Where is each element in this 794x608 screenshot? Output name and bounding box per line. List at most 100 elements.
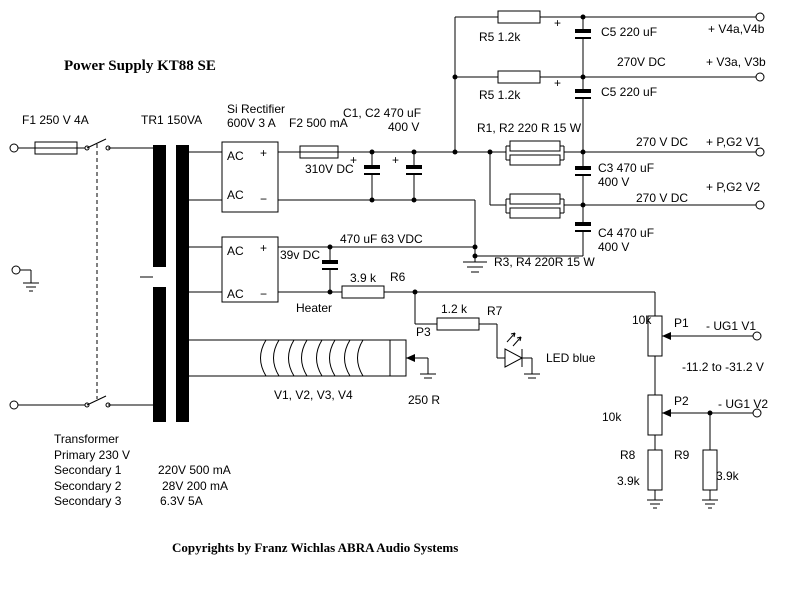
- secondary-winding-bar: [176, 145, 189, 422]
- input-terminal-neutral: [9, 400, 19, 410]
- output-terminal-pg2v2: [755, 200, 765, 210]
- label-r8-value: 3.9k: [617, 474, 641, 488]
- cap-c4: [575, 205, 591, 256]
- led-symbol: [504, 348, 524, 368]
- bridge-rectifier-1: [221, 141, 279, 213]
- label-c3: C3 470 uF: [598, 161, 654, 175]
- label-r5b: R5 1.2k: [479, 88, 521, 102]
- page-title: Power Supply KT88 SE: [64, 58, 216, 74]
- cap-bias: [322, 260, 338, 264]
- rectifier1-minus: −: [260, 192, 267, 206]
- legend-secondary3-value: 6.3V 5A: [160, 494, 203, 508]
- label-r3r4: R3, R4 220R 15 W: [494, 255, 595, 269]
- label-bias-range: -11.2 to -31.2 V: [682, 360, 764, 374]
- switch-blade-top: [86, 138, 107, 149]
- legend-secondary1-value: 220V 500 mA: [158, 463, 231, 477]
- output-terminal-v4: [755, 12, 765, 22]
- output-terminal-ug1v2: [752, 408, 762, 418]
- resistor-r1r2: [505, 140, 565, 166]
- primary-winding-bar: [153, 287, 166, 422]
- label-c5b: C5 220 uF: [601, 85, 657, 99]
- rectifier1-ac-bottom: AC: [227, 188, 244, 202]
- label-c4: C4 470 uF: [598, 226, 654, 240]
- label-si-rectifier: Si Rectifier: [227, 102, 285, 116]
- led-arrow: [512, 336, 522, 347]
- cap-c5b: [575, 77, 591, 152]
- label-p1: P1: [674, 316, 689, 330]
- legend-secondary3: Secondary 3: [54, 494, 122, 508]
- label-p2-value: 10k: [602, 410, 622, 424]
- label-c3-voltage: 400 V: [598, 175, 629, 189]
- heater-winding: [316, 339, 323, 377]
- label-r9-value: 3.9k: [716, 469, 740, 483]
- p2-wiper-arrow: [662, 409, 671, 417]
- label-tr1: TR1 150VA: [141, 113, 202, 127]
- resistor-r6: [341, 285, 385, 299]
- switch-blade-bottom: [86, 395, 107, 406]
- label-heater: Heater: [296, 301, 332, 315]
- rectifier1-plus: +: [260, 146, 267, 160]
- pot-p3: [389, 339, 407, 377]
- label-r8: R8: [620, 448, 636, 462]
- resistor-r5b: [497, 70, 541, 84]
- label-r7: R7: [487, 304, 503, 318]
- label-c4-voltage: 400 V: [598, 240, 629, 254]
- label-r9: R9: [674, 448, 690, 462]
- resistor-r5a: [497, 10, 541, 24]
- rectifier-1: AC + AC −: [189, 141, 279, 213]
- cap-c2: [406, 152, 422, 200]
- label-p3: P3: [416, 325, 431, 339]
- heater-winding: [260, 339, 267, 377]
- preamp-row-v3: [455, 70, 765, 84]
- c5b-polarity: +: [554, 76, 561, 90]
- mains-input: [9, 138, 153, 410]
- label-270v-dc-v2: 270 V DC: [636, 191, 688, 205]
- label-output-v3: + V3a, V3b: [706, 55, 766, 69]
- c2-polarity: +: [392, 153, 399, 167]
- c5a-polarity: +: [554, 16, 561, 30]
- junction-dots: [327, 14, 713, 416]
- label-p1-value: 10k: [632, 313, 652, 327]
- primary-winding-bar: [153, 145, 166, 267]
- label-f2: F2 500 mA: [289, 116, 348, 130]
- rectifier2-ac-top: AC: [227, 244, 244, 258]
- led-branch: [414, 292, 540, 379]
- bias-divider: [647, 292, 762, 509]
- legend-primary: Primary 230 V: [54, 448, 130, 462]
- cap-c5a: [575, 17, 591, 77]
- legend-secondary1: Secondary 1: [54, 463, 122, 477]
- output-terminal-pg2v1: [755, 147, 765, 157]
- label-f1: F1 250 V 4A: [22, 113, 89, 127]
- label-output-ug1v1: - UG1 V1: [706, 319, 756, 333]
- bridge-rectifier-2: [221, 236, 279, 303]
- led-arrow: [506, 332, 516, 343]
- label-output-pg2v2: + P,G2 V2: [706, 180, 760, 194]
- resistor-r9: [702, 449, 718, 491]
- legend-secondary2: Secondary 2: [54, 479, 122, 493]
- label-270v-dc-v1: 270 V DC: [636, 135, 688, 149]
- label-270v-dc-v3: 270V DC: [617, 55, 666, 69]
- input-terminal-live: [9, 143, 19, 153]
- label-p2: P2: [674, 394, 689, 408]
- label-c1c2: C1, C2 470 uF: [343, 106, 421, 120]
- heater-winding: [288, 339, 295, 377]
- earth-terminal: [11, 265, 21, 275]
- bias-rail: [278, 246, 655, 299]
- label-r1r2: R1, R2 220 R 15 W: [477, 121, 582, 135]
- resistor-r3r4: [505, 193, 565, 219]
- pot-p2: [647, 394, 663, 436]
- cap-c1: [364, 152, 380, 200]
- label-39v-dc: 39v DC: [280, 248, 320, 262]
- copyright-line: Copyrights by Franz Wichlas ABRA Audio S…: [172, 540, 458, 555]
- label-r6-value: 3.9 k: [350, 271, 377, 285]
- resistor-r8: [647, 449, 663, 491]
- label-r5a: R5 1.2k: [479, 30, 521, 44]
- label-output-v4: + V4a,V4b: [708, 22, 765, 36]
- label-bias-cap: 470 uF 63 VDC: [340, 232, 423, 246]
- output-terminal-ug1v1: [752, 331, 762, 341]
- label-310v-dc: 310V DC: [305, 162, 354, 176]
- earth-input: [11, 265, 39, 292]
- label-tubes: V1, V2, V3, V4: [274, 388, 353, 402]
